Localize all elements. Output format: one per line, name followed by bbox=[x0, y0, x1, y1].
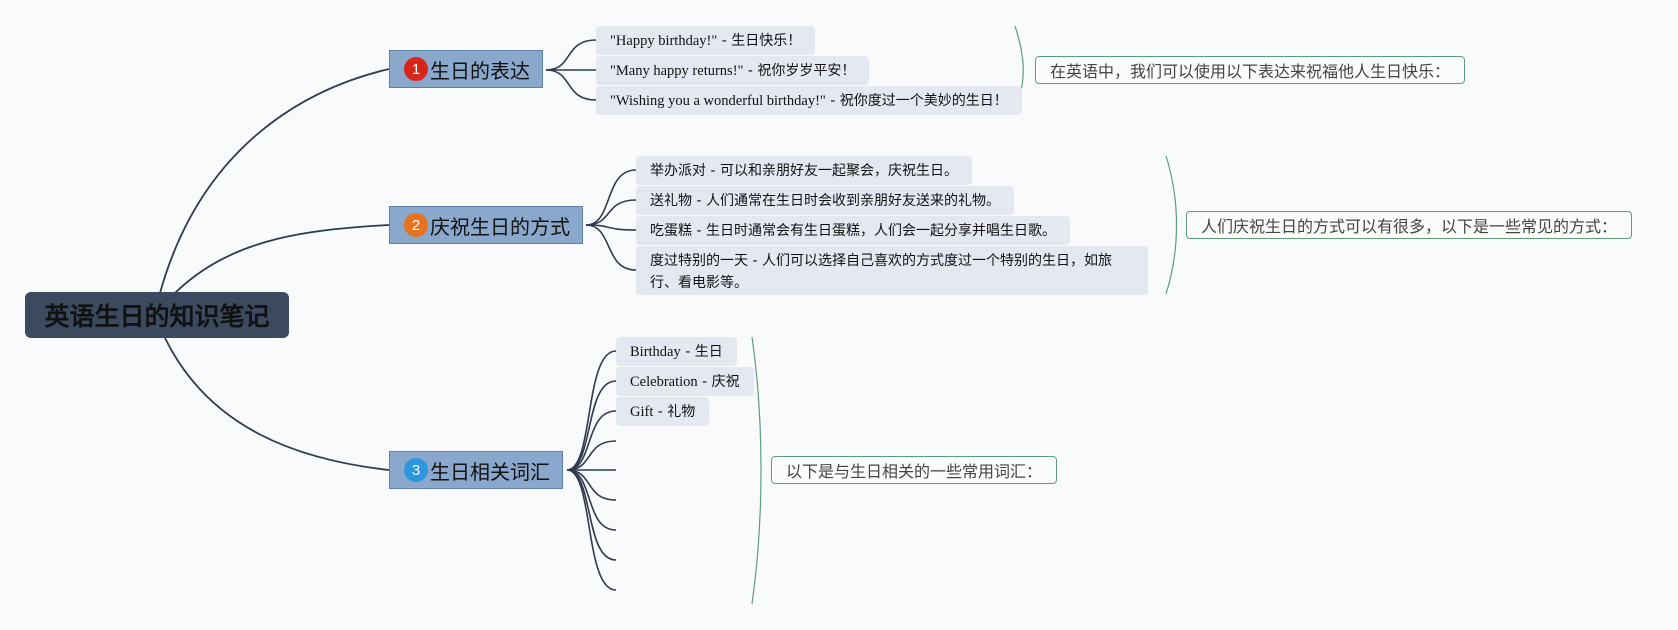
branch-2-leaf-link-1 bbox=[585, 199, 637, 226]
leaf-text-zh: 送礼物 - 人们通常在生日时会收到亲朋好友送来的礼物。 bbox=[650, 193, 1000, 209]
leaf-text-zh: - 祝你岁岁平安！ bbox=[743, 63, 856, 79]
leaf-cake[interactable]: 吃蛋糕 - 生日时通常会有生日蛋糕，人们会一起分享并唱生日歌。 bbox=[636, 216, 1070, 245]
branch-3-leaf-link-0 bbox=[566, 350, 617, 471]
branch-label: 生日相关词汇 bbox=[430, 459, 550, 484]
root-to-branch-2-link bbox=[174, 224, 390, 294]
leaf-text-en: "Happy birthday!" bbox=[610, 33, 718, 49]
number-marker-3: 3 bbox=[404, 458, 428, 482]
branch-3-leaf-link-3 bbox=[566, 440, 617, 471]
leaf-text-zh: 度过特别的一天 - 人们可以选择自己喜欢的方式度过一个特别的生日，如旅行、看电影… bbox=[650, 253, 1112, 291]
branch-2-leaf-link-3 bbox=[585, 224, 637, 271]
summary-note-3[interactable]: 以下是与生日相关的一些常用词汇： bbox=[771, 456, 1058, 484]
branch-birthday-vocabulary[interactable]: 3 生日相关词汇 bbox=[389, 451, 563, 489]
branch-3-leaf-link-1 bbox=[566, 380, 617, 471]
root-topic-label: 英语生日的知识笔记 bbox=[44, 302, 270, 331]
leaf-text-en: "Many happy returns!" bbox=[610, 63, 744, 79]
leaf-word-gift[interactable]: Gift - 礼物 bbox=[616, 397, 710, 426]
summary-note-1[interactable]: 在英语中，我们可以使用以下表达来祝福他人生日快乐： bbox=[1035, 56, 1466, 84]
summary-bracket-2 bbox=[1165, 155, 1178, 295]
branch-1-leaf-link-2 bbox=[545, 69, 597, 101]
leaf-gifts[interactable]: 送礼物 - 人们通常在生日时会收到亲朋好友送来的礼物。 bbox=[636, 186, 1014, 215]
root-to-branch-1-link bbox=[159, 68, 390, 294]
summary-note-2[interactable]: 人们庆祝生日的方式可以有很多，以下是一些常见的方式： bbox=[1186, 211, 1633, 239]
branch-celebration-ways[interactable]: 2 庆祝生日的方式 bbox=[389, 206, 583, 244]
leaf-text-zh: - 庆祝 bbox=[697, 374, 740, 390]
branch-2-leaf-link-0 bbox=[585, 169, 637, 226]
leaf-word-birthday[interactable]: Birthday - 生日 bbox=[616, 337, 737, 366]
leaf-text-zh: - 生日快乐！ bbox=[717, 33, 802, 49]
number-marker-1: 1 bbox=[404, 57, 428, 81]
summary-note-text: 以下是与生日相关的一些常用词汇： bbox=[786, 462, 1043, 481]
leaf-text-zh: - 生日 bbox=[680, 344, 723, 360]
summary-note-text: 人们庆祝生日的方式可以有很多，以下是一些常见的方式： bbox=[1201, 217, 1618, 236]
branch-3-leaf-link-7 bbox=[566, 469, 617, 561]
leaf-text-en: "Wishing you a wonderful birthday!" bbox=[610, 93, 826, 109]
branch-birthday-expressions[interactable]: 1 生日的表达 bbox=[389, 50, 543, 88]
leaf-text-zh: - 祝你度过一个美妙的生日！ bbox=[825, 93, 1008, 109]
leaf-text-en: Celebration bbox=[630, 374, 698, 390]
root-to-branch-3-link bbox=[164, 337, 390, 471]
leaf-happy-birthday[interactable]: "Happy birthday!" - 生日快乐！ bbox=[596, 26, 816, 55]
leaf-text-zh: 举办派对 - 可以和亲朋好友一起聚会，庆祝生日。 bbox=[650, 163, 958, 179]
leaf-party[interactable]: 举办派对 - 可以和亲朋好友一起聚会，庆祝生日。 bbox=[636, 156, 972, 185]
leaf-text-en: Birthday bbox=[630, 344, 681, 360]
branch-3-leaf-link-2 bbox=[566, 410, 617, 471]
root-topic[interactable]: 英语生日的知识笔记 bbox=[25, 292, 289, 338]
summary-note-text: 在英语中，我们可以使用以下表达来祝福他人生日快乐： bbox=[1050, 62, 1451, 81]
leaf-wishing-wonderful-birthday[interactable]: "Wishing you a wonderful birthday!" - 祝你… bbox=[596, 86, 1022, 115]
number-marker-2: 2 bbox=[404, 213, 428, 237]
leaf-text-zh: 吃蛋糕 - 生日时通常会有生日蛋糕，人们会一起分享并唱生日歌。 bbox=[650, 223, 1056, 239]
leaf-many-happy-returns[interactable]: "Many happy returns!" - 祝你岁岁平安！ bbox=[596, 56, 870, 85]
branch-2-leaf-link-2 bbox=[585, 224, 637, 231]
leaf-word-celebration[interactable]: Celebration - 庆祝 bbox=[616, 367, 754, 396]
branch-label: 生日的表达 bbox=[430, 58, 530, 83]
branch-1-leaf-link-0 bbox=[545, 39, 597, 71]
leaf-text-en: Gift bbox=[630, 404, 654, 420]
branch-3-leaf-link-8 bbox=[566, 469, 617, 591]
summary-bracket-3 bbox=[751, 336, 762, 605]
leaf-text-zh: - 礼物 bbox=[653, 404, 696, 420]
leaf-special-day[interactable]: 度过特别的一天 - 人们可以选择自己喜欢的方式度过一个特别的生日，如旅行、看电影… bbox=[636, 246, 1148, 295]
branch-label: 庆祝生日的方式 bbox=[430, 214, 570, 239]
